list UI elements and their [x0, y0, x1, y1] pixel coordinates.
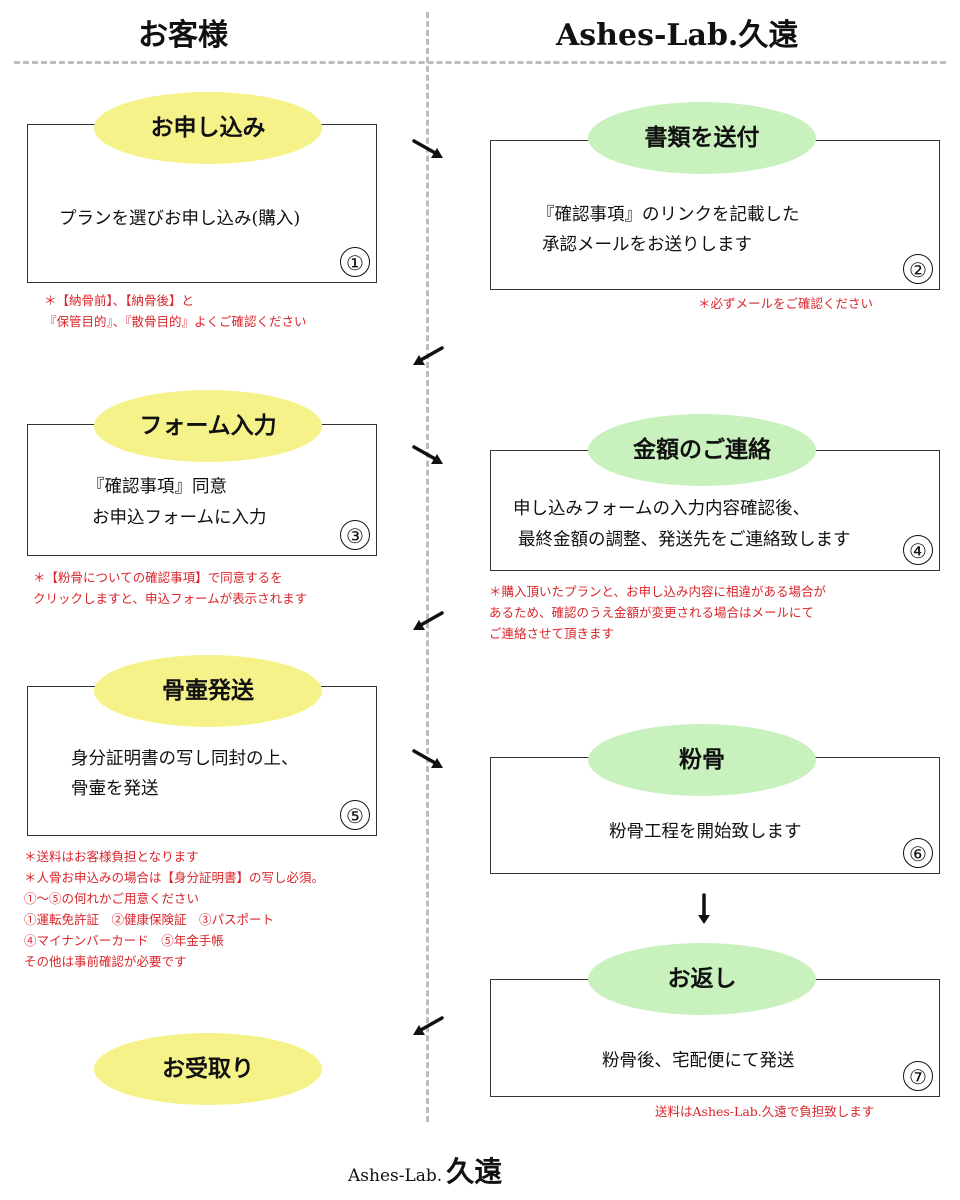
step-1-number: ① [340, 247, 370, 277]
step-6-title: 粉骨 [588, 724, 816, 796]
step-1-note: ＊【納骨前】、【納骨後】と 『保管目的』、『散骨目的』よくご確認ください [44, 290, 307, 332]
column-divider [426, 12, 429, 1122]
step-7-number: ⑦ [903, 1061, 933, 1091]
step-2-note-line-1: ＊必ずメールをご確認ください [698, 296, 874, 311]
step-4-note-line-3: ご連絡させて頂きます [489, 626, 615, 641]
step-3-note-line-2: クリックしますと、申込フォームが表示されます [33, 591, 308, 606]
step-8-title: お受取り [94, 1033, 322, 1105]
step-5-note-line-3: ①〜⑤の何れかご用意ください [24, 891, 200, 906]
company-column-title: Ashes-Lab.久遠 [556, 18, 799, 53]
step-4-title: 金額のご連絡 [588, 414, 816, 486]
step-1-text-line-1: プランを選びお申し込み(購入) [59, 209, 301, 229]
step-6-text-line-1: 粉骨工程を開始致します [609, 822, 802, 842]
step-2-text-line-1: 『確認事項』のリンクを記載した [537, 205, 800, 225]
flow-arrow-1-to-2 [412, 139, 443, 158]
flow-arrow-7-to-8 [413, 1016, 444, 1035]
flow-arrow-3-to-4 [412, 445, 443, 464]
step-2-note: ＊必ずメールをご確認ください [698, 293, 873, 314]
step-4-note: ＊購入頂いたプランと、お申し込み内容に相違がある場合が あるため、確認のうえ金額… [489, 581, 826, 644]
step-7-note-line-1: 送料はAshes-Lab.久遠で負担致します [655, 1104, 875, 1119]
step-6-box: 粉骨工程を開始致します ⑥ [490, 757, 940, 874]
footer-brand-kanji: 久遠 [446, 1155, 503, 1188]
step-2-title: 書類を送付 [588, 102, 816, 174]
step-5-note-line-5: ④マイナンバーカード ⑤年金手帳 [24, 933, 224, 948]
step-5-note-line-2: ＊人骨お申込みの場合は【身分証明書】の写し必須。 [24, 870, 325, 885]
flow-arrow-4-to-5 [413, 611, 444, 630]
step-7-note: 送料はAshes-Lab.久遠で負担致します [655, 1101, 874, 1122]
flow-arrow-6-to-7 [698, 893, 710, 924]
step-4-number: ④ [903, 535, 933, 565]
footer-brand: Ashes-Lab.久遠 [348, 1150, 502, 1190]
step-4-note-line-2: あるため、確認のうえ金額が変更される場合はメールにて [489, 605, 815, 620]
footer-brand-latin: Ashes-Lab. [348, 1166, 443, 1186]
step-3-note: ＊【粉骨についての確認事項】で同意するを クリックしますと、申込フォームが表示さ… [33, 567, 307, 609]
step-3-text-line-1: 『確認事項』同意 [87, 477, 227, 497]
step-5-note: ＊送料はお客様負担となります ＊人骨お申込みの場合は【身分証明書】の写し必須。 … [24, 846, 324, 972]
header-divider [14, 61, 946, 64]
step-1-note-line-2: 『保管目的』、『散骨目的』よくご確認ください [44, 314, 307, 329]
flow-arrow-5-to-6 [412, 749, 443, 768]
step-1-title: お申し込み [94, 92, 322, 164]
step-5-note-line-4: ①運転免許証 ②健康保険証 ③パスポート [24, 912, 275, 927]
step-5-note-line-6: その他は事前確認が必要です [24, 954, 187, 969]
step-4-text-line-1: 申し込みフォームの入力内容確認後、 [513, 499, 810, 519]
step-5-title: 骨壷発送 [94, 655, 322, 727]
step-2-number: ② [903, 254, 933, 284]
step-3-title: フォーム入力 [94, 390, 322, 462]
step-3-text-line-2: お申込フォームに入力 [92, 508, 267, 528]
step-3-number: ③ [340, 520, 370, 550]
step-5-note-line-1: ＊送料はお客様負担となります [24, 849, 199, 864]
step-6-number: ⑥ [903, 838, 933, 868]
step-4-note-line-1: ＊購入頂いたプランと、お申し込み内容に相違がある場合が [489, 584, 827, 599]
step-5-text-line-1: 身分証明書の写し同封の上、 [71, 749, 299, 769]
step-2-text-line-2: 承認メールをお送りします [542, 235, 752, 255]
customer-column-title: お客様 [138, 18, 228, 53]
flow-arrow-2-to-3 [413, 346, 444, 365]
step-3-note-line-1: ＊【粉骨についての確認事項】で同意するを [33, 570, 283, 585]
step-4-text-line-2: 最終金額の調整、発送先をご連絡致します [518, 530, 851, 550]
step-5-number: ⑤ [340, 800, 370, 830]
step-5-text-line-2: 骨壷を発送 [71, 779, 159, 799]
step-7-title: お返し [588, 943, 816, 1015]
step-7-text-line-1: 粉骨後、宅配便にて発送 [602, 1051, 795, 1071]
step-1-note-line-1: ＊【納骨前】、【納骨後】と [44, 293, 195, 308]
